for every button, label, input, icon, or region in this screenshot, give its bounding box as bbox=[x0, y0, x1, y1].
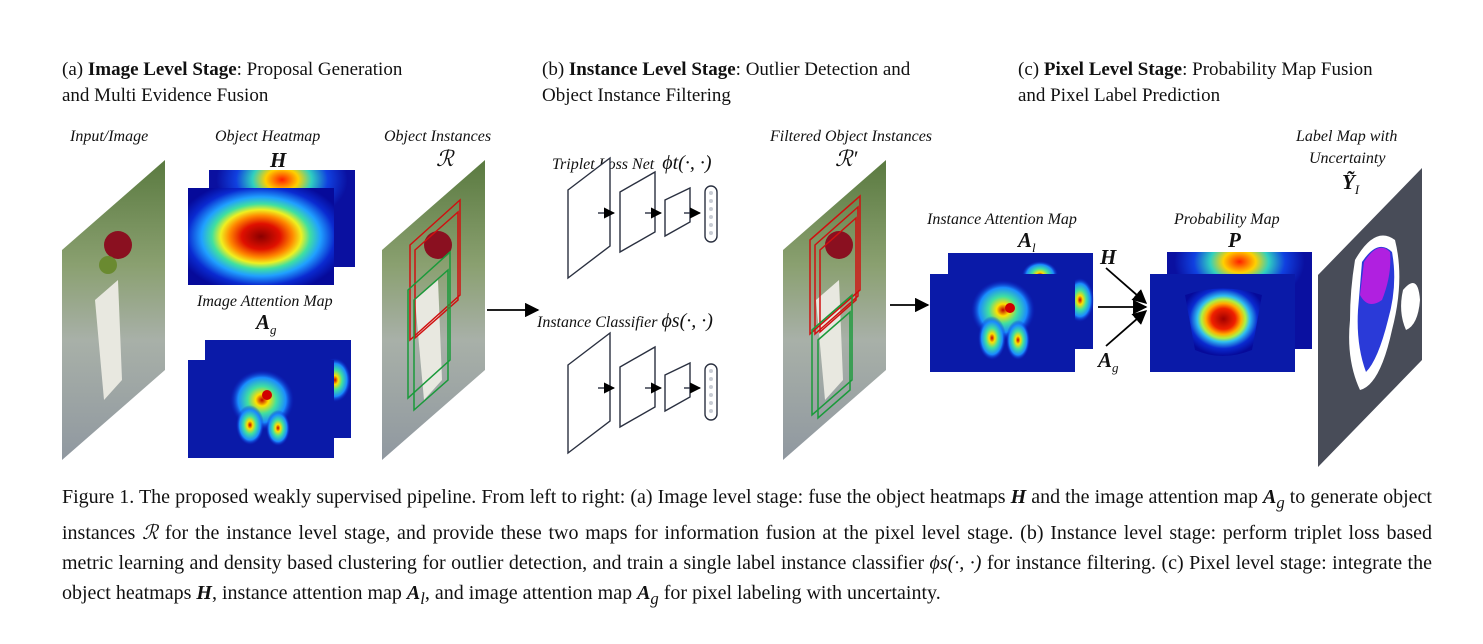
probability-map-label: Probability Map bbox=[1174, 211, 1280, 228]
arrow-ag-symbol: Ag bbox=[1098, 348, 1119, 376]
instance-classifier-network bbox=[567, 331, 718, 455]
triplet-loss-network bbox=[567, 156, 718, 280]
filtered-instances-label: Filtered Object Instances bbox=[770, 128, 933, 145]
pipeline-figure bbox=[62, 156, 1422, 467]
object-heatmap-symbol: H bbox=[270, 148, 287, 172]
figure-caption: Figure 1. The proposed weakly supervised… bbox=[62, 486, 1432, 608]
stage-a-title: (a) Image Level Stage: Proposal Generati… bbox=[62, 59, 403, 106]
input-image-label: Input/Image bbox=[70, 128, 149, 145]
image-attention-map-label: Image Attention Map bbox=[197, 293, 333, 310]
object-instances-symbol: ℛ bbox=[436, 146, 454, 171]
object-instances-label: Object Instances bbox=[384, 128, 492, 145]
stage-b-title: (b) Instance Level Stage: Outlier Detect… bbox=[542, 59, 911, 106]
instance-attention-symbol: Al bbox=[1018, 228, 1036, 256]
label-map-symbol: ỸI bbox=[1342, 170, 1360, 198]
label-map-uncertainty bbox=[1318, 168, 1422, 467]
object-heatmap-label: Object Heatmap bbox=[215, 128, 321, 145]
instance-classifier-label: Instance Classifier ϕs(·, ·) bbox=[537, 310, 713, 332]
object-heatmap-stack bbox=[188, 170, 355, 285]
probability-map-stack bbox=[1150, 252, 1312, 372]
stage-c-title: (c) Pixel Level Stage: Probability Map F… bbox=[1018, 59, 1373, 106]
object-instances-photo bbox=[382, 160, 485, 460]
probability-symbol: P bbox=[1228, 228, 1241, 252]
image-attention-symbol: Ag bbox=[256, 310, 277, 338]
filtered-instances-photo bbox=[783, 160, 886, 460]
instance-attention-map-label: Instance Attention Map bbox=[927, 211, 1077, 228]
arrow-h-symbol: H bbox=[1100, 245, 1117, 269]
arrow-ag-to-p bbox=[1105, 310, 1148, 347]
label-map-label-line1: Label Map with bbox=[1296, 128, 1398, 145]
instance-attention-stack bbox=[930, 253, 1094, 372]
input-image-photo bbox=[62, 160, 165, 460]
arrow-h-to-p bbox=[1105, 267, 1148, 304]
label-map-label-line2: Uncertainty bbox=[1309, 150, 1386, 167]
image-attention-stack bbox=[188, 340, 351, 458]
filtered-instances-symbol: ℛ′ bbox=[835, 146, 858, 171]
